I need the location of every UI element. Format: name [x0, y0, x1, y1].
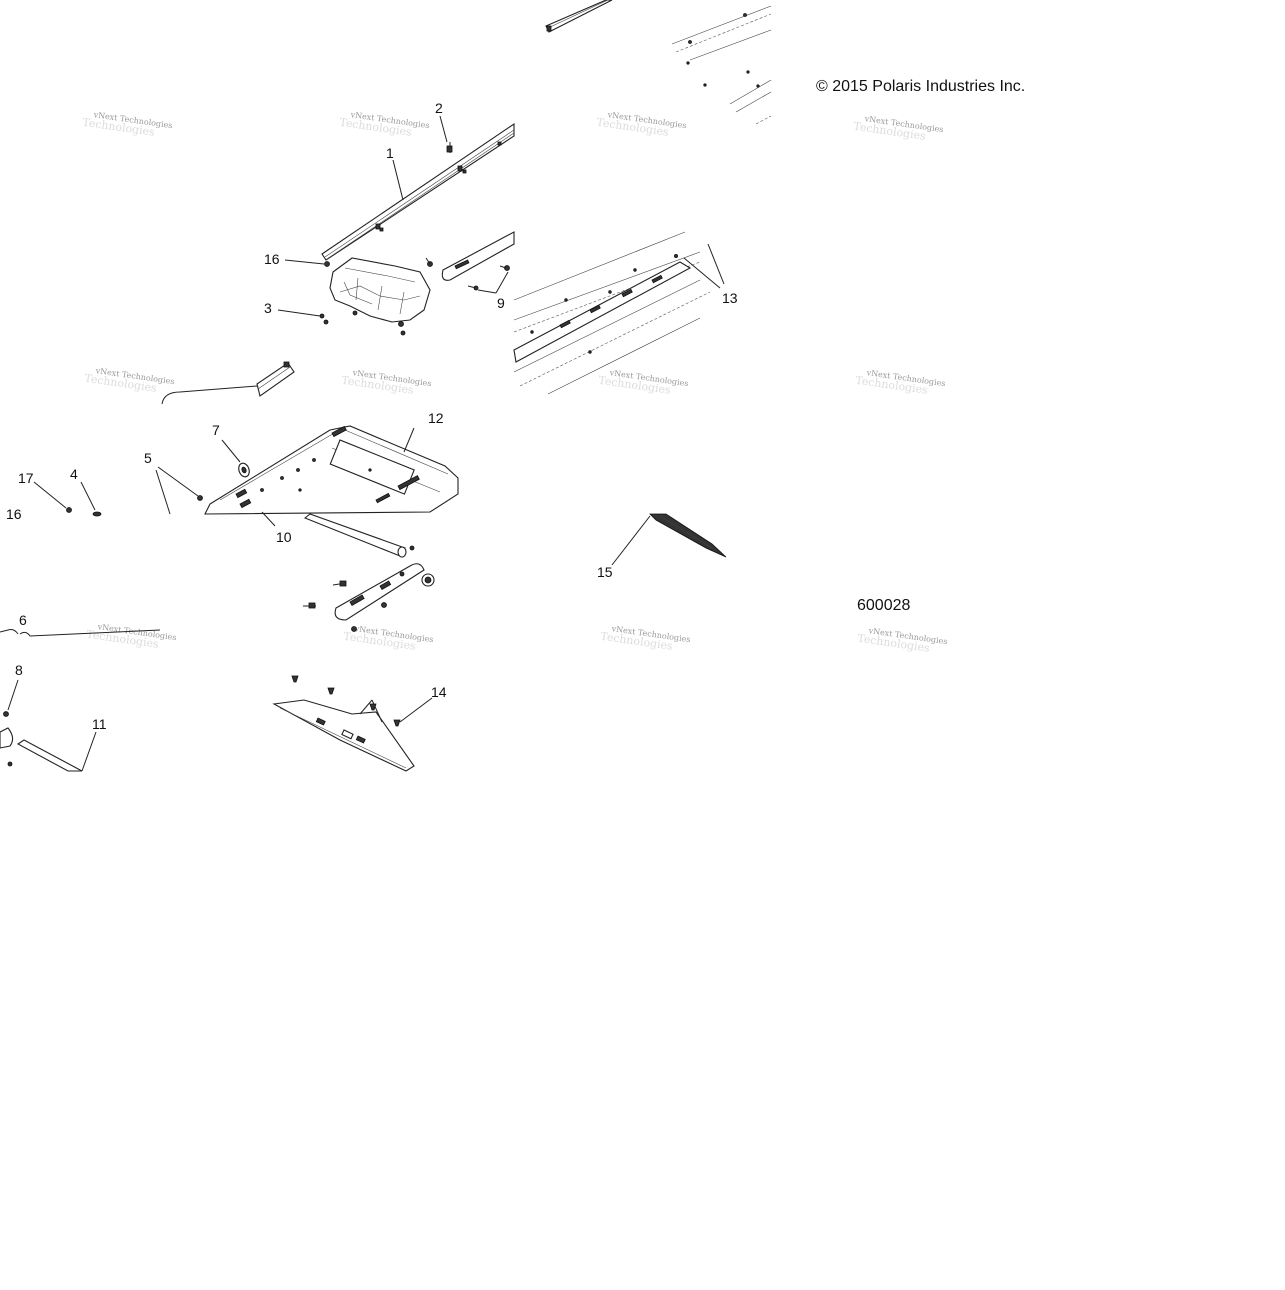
callout-15: 15 — [597, 564, 613, 580]
end-cap — [238, 462, 250, 478]
tile-top-center: 1 2 16 3 — [264, 100, 515, 336]
watermark: Technologies vNext Technologies — [598, 368, 689, 397]
watermark: Technologies vNext Technologies — [339, 110, 430, 139]
torsion-pin — [649, 513, 727, 558]
tile-top-right-detail: © 2015 Polaris Industries Inc. — [545, 0, 1025, 125]
tile-left-lower: 6 8 11 — [0, 612, 161, 772]
watermark: Technologies vNext Technologies — [82, 110, 173, 139]
callout-12: 12 — [428, 410, 444, 426]
callout-1: 1 — [386, 145, 394, 161]
bolt — [446, 142, 453, 153]
callout-7: 7 — [212, 422, 220, 438]
watermark: Technologies vNext Technologies — [596, 110, 687, 139]
rail-end — [256, 361, 295, 397]
tile-pin: 15 — [597, 513, 727, 580]
idler-bracket — [425, 231, 515, 291]
callout-9: 9 — [497, 295, 505, 311]
callout-11: 11 — [92, 716, 107, 732]
callout-13: 13 — [722, 290, 738, 306]
cap — [0, 727, 14, 767]
callout-2: 2 — [435, 100, 443, 116]
callout-17: 17 — [18, 470, 34, 486]
tunnel-panel-upper — [671, 5, 772, 125]
tile-axle-arm: 14 — [272, 513, 447, 772]
callout-14: 14 — [431, 684, 447, 700]
rear-axle — [303, 513, 415, 558]
rear-bumper-cover — [329, 257, 431, 336]
bolt — [197, 495, 203, 501]
callout-16: 16 — [6, 506, 22, 522]
watermark: Technologies vNext Technologies — [855, 368, 946, 397]
tunnel-panel — [513, 231, 711, 395]
watermark: Technologies vNext Technologies — [857, 626, 948, 655]
watermark: Technologies vNext Technologies — [84, 366, 175, 395]
tile-left-middle: 17 4 16 — [6, 385, 258, 522]
copyright-text: © 2015 Polaris Industries Inc. — [816, 78, 1025, 95]
rear-suspension-frame — [204, 425, 459, 515]
watermark: Technologies vNext Technologies — [600, 624, 691, 653]
callout-6: 6 — [19, 612, 27, 628]
callout-4: 4 — [70, 466, 78, 482]
callout-16: 16 — [264, 251, 280, 267]
watermark: Technologies vNext Technologies — [86, 622, 177, 651]
callout-5: 5 — [144, 450, 152, 466]
tile-tunnel-panel: 13 — [513, 231, 738, 395]
callout-3: 3 — [264, 300, 272, 316]
diagram-id: 600028 — [857, 597, 910, 614]
watermark: Technologies vNext Technologies — [853, 114, 944, 143]
swing-arm — [303, 563, 435, 632]
watermark: Technologies vNext Technologies — [341, 368, 432, 397]
scraper-bar — [272, 675, 415, 772]
fastener — [319, 261, 330, 325]
slide-rail — [321, 122, 515, 261]
callout-8: 8 — [15, 662, 23, 678]
slide-rail-upper — [545, 0, 613, 33]
tile-rear-frame: 12 7 5 10 — [144, 361, 459, 545]
shaft — [16, 739, 83, 772]
callout-10: 10 — [276, 529, 292, 545]
watermark-grid: Technologies vNext Technologies Technolo… — [82, 110, 948, 655]
